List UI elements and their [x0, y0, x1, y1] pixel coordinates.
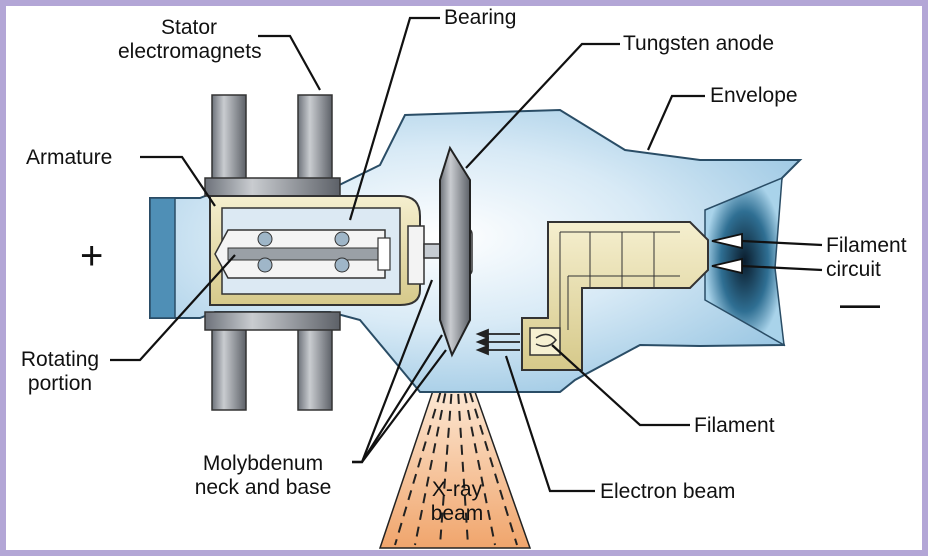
cathode-assembly: [521, 221, 709, 371]
label-electron-beam: Electron beam: [600, 480, 736, 503]
leader-lines: [110, 16, 823, 493]
stator-electromagnets: [204, 94, 341, 411]
filament-coil: [529, 327, 561, 356]
label-stator-line1: Stator: [160, 16, 218, 39]
label-rotating-line2: portion: [27, 372, 93, 395]
electron-beam-arrows: [475, 328, 520, 356]
positive-terminal-symbol: +: [80, 234, 104, 278]
bearing-balls: [257, 231, 350, 273]
label-filament-circuit-line2: circuit: [826, 258, 881, 281]
label-filament: Filament: [694, 414, 775, 437]
negative-terminal-symbol: —: [840, 282, 880, 326]
label-xray-line2: beam: [430, 502, 484, 525]
envelope-left-cap: [149, 197, 176, 319]
label-xray-line1: X-ray: [431, 478, 483, 501]
label-rotating-line1: Rotating: [20, 348, 100, 371]
label-xray-beam: X-ray beam: [412, 478, 502, 526]
cathode-cup: [704, 176, 785, 347]
label-molybdenum-line1: Molybdenum: [202, 452, 324, 475]
xray-beam-rays: [394, 359, 518, 546]
label-stator-line2: electromagnets: [118, 40, 262, 63]
label-envelope: Envelope: [710, 84, 798, 107]
label-tungsten-anode: Tungsten anode: [623, 32, 775, 55]
label-armature: Armature: [26, 146, 113, 169]
label-stator-electromagnets: Stator electromagnets: [118, 16, 262, 64]
label-rotating-portion: Rotating portion: [10, 348, 110, 396]
label-filament-circuit: Filament circuit: [826, 234, 907, 282]
label-filament-circuit-line1: Filament: [826, 234, 907, 257]
label-molybdenum-neck-and-base: Molybdenum neck and base: [178, 452, 348, 500]
label-molybdenum-line2: neck and base: [194, 476, 332, 499]
tungsten-anode: [439, 145, 471, 358]
label-bearing: Bearing: [444, 6, 517, 29]
